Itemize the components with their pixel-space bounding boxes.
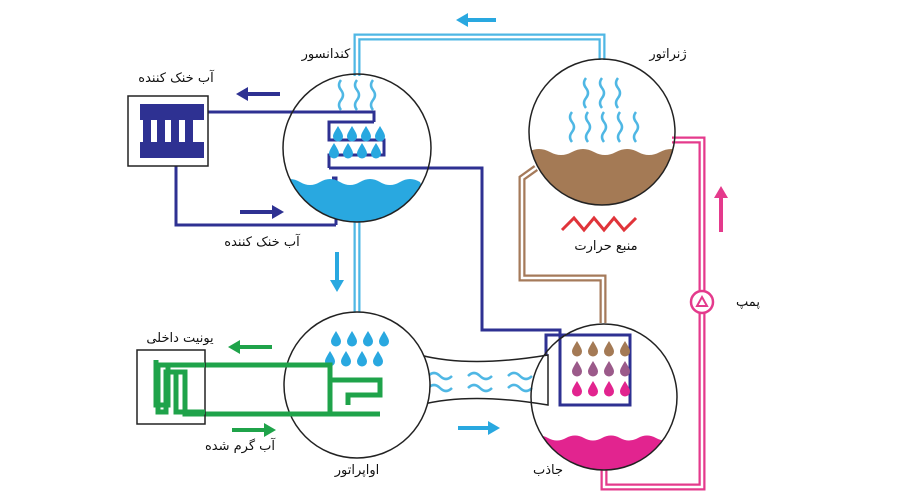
flow-arrow-cooling-out [236,87,280,101]
absorber-vessel [530,323,678,471]
flow-arrow-down [330,252,344,292]
pump-line [600,136,706,491]
label-evaporator: اواپراتور [334,463,380,478]
flow-arrow-vapor [458,421,500,435]
flow-arrow-indoor-out [228,340,272,354]
label-generator: ژنراتور [648,47,686,62]
label-condenser: کندانسور [301,47,352,62]
condenser-coil [327,120,386,168]
label-indoor-unit: یونیت داخلی [146,331,214,346]
indoor-unit-coil [155,362,205,415]
label-cooling-water-mid: آب خنک کننده [224,233,301,250]
generator-vapor-icon [568,77,640,143]
evaporator-vessel [283,311,431,459]
condenser-vapor-icon [337,79,377,111]
solution-line [518,165,607,323]
label-pump: پمپ [736,295,760,310]
generator-vessel [528,58,676,206]
refrigerant-vapor-line [353,33,606,76]
flow-arrow-pump [714,186,728,232]
label-hot-water: آب گرم شده [205,437,276,454]
condenser-vessel [282,73,432,223]
cooling-water-line [174,110,632,407]
flow-arrow-indoor-in [232,423,276,437]
indoor-unit-box [136,349,206,425]
absorber-drops [572,341,630,397]
heat-source-icon [560,215,638,233]
vapor-connector [419,354,549,406]
label-absorber: جاذب [533,463,563,478]
label-heat-source: منبع حرارت [574,239,637,254]
flow-arrow-cooling-in [240,205,284,219]
pump-icon [689,289,715,315]
cooling-tower [127,95,209,167]
flow-arrow-top [456,13,496,27]
label-cooling-water-top: آب خنک کننده [138,69,215,86]
